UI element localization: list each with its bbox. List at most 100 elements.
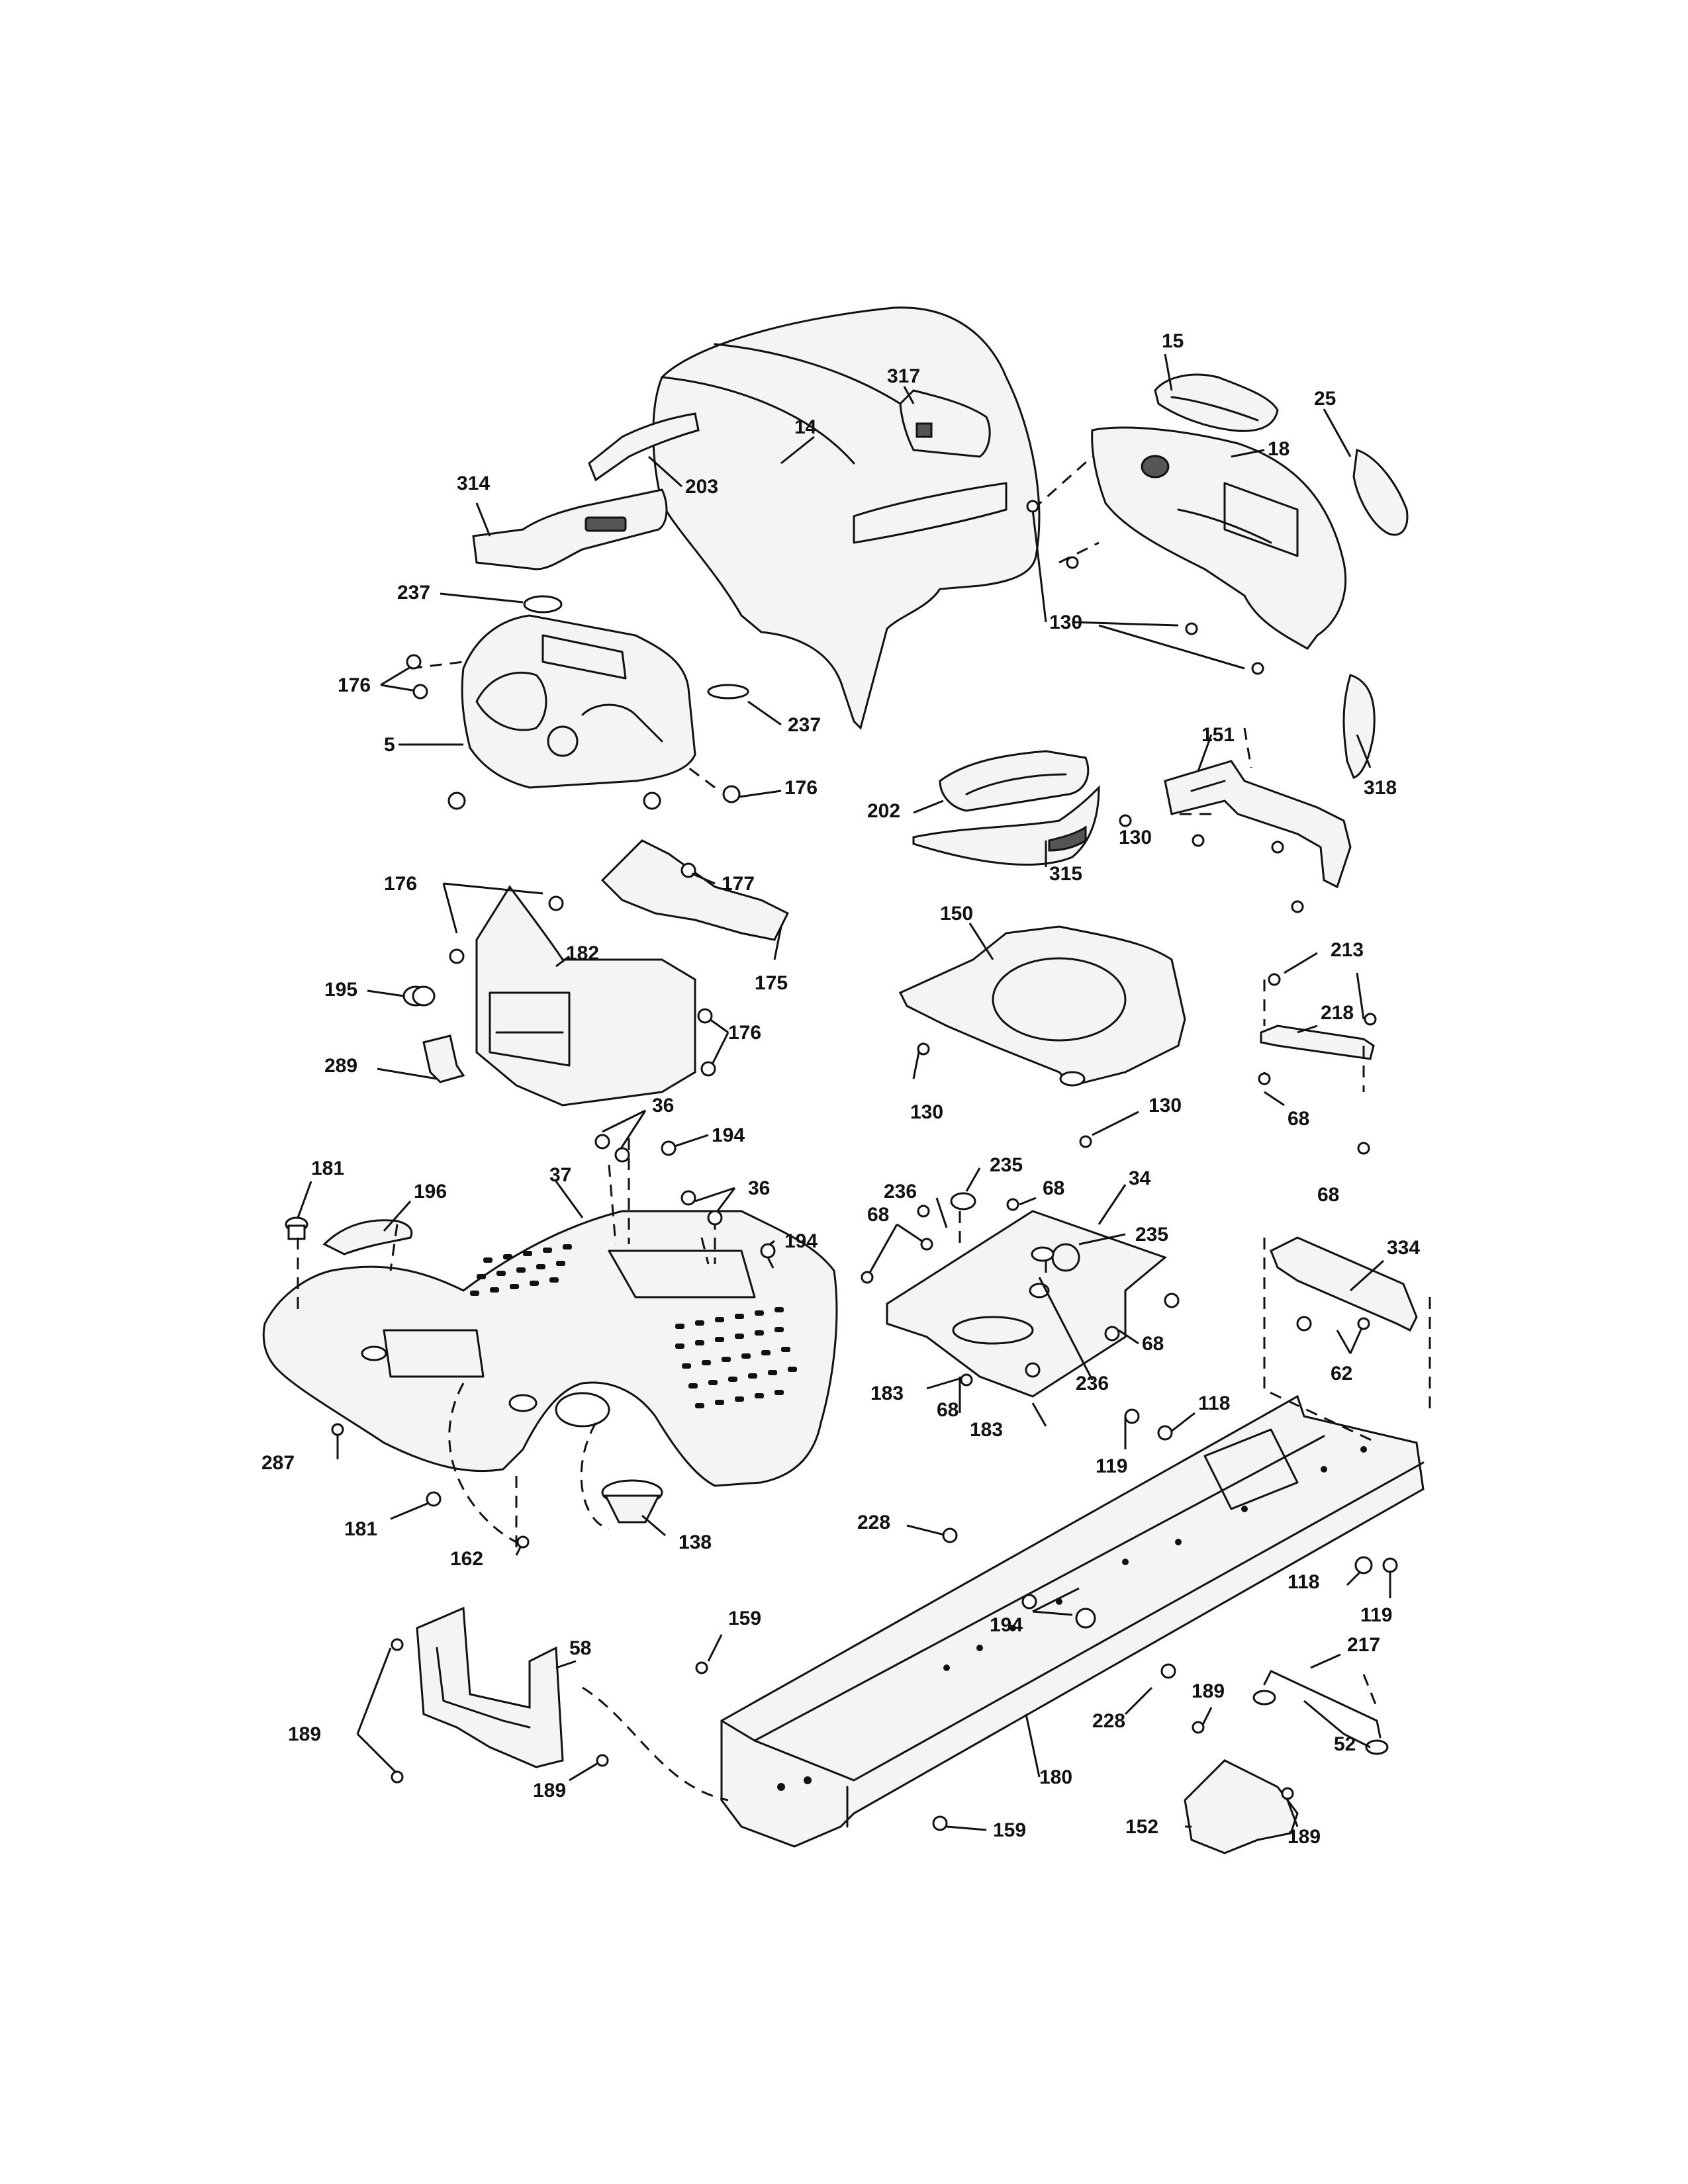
leader-lines	[297, 353, 1391, 1831]
part-18	[1091, 426, 1347, 650]
callout-289: 289	[324, 1055, 357, 1077]
part-318	[1342, 674, 1376, 779]
callout-189d: 189	[1288, 1826, 1321, 1848]
callout-15: 15	[1162, 330, 1184, 352]
callout-194c: 194	[990, 1614, 1023, 1636]
callout-203: 203	[685, 476, 718, 498]
callout-162: 162	[450, 1548, 483, 1570]
callout-183a: 183	[870, 1383, 904, 1404]
callout-177: 177	[722, 873, 755, 895]
callout-34: 34	[1129, 1167, 1151, 1189]
callout-315: 315	[1049, 863, 1082, 885]
part-37	[262, 1210, 838, 1487]
callout-195: 195	[324, 979, 357, 1001]
callout-68e: 68	[1317, 1184, 1339, 1206]
callout-237a: 237	[397, 582, 430, 604]
callout-218: 218	[1321, 1002, 1354, 1024]
callout-213: 213	[1331, 939, 1364, 961]
callout-176d: 176	[728, 1022, 761, 1044]
callout-36a: 36	[652, 1095, 674, 1116]
callout-183b: 183	[970, 1419, 1003, 1441]
part-34	[886, 1210, 1167, 1398]
part-334	[1270, 1236, 1418, 1332]
callout-152: 152	[1125, 1816, 1158, 1838]
part-235-lower	[1031, 1246, 1055, 1262]
callout-181b: 181	[344, 1518, 377, 1540]
callout-176a: 176	[338, 674, 371, 696]
callout-189c: 189	[533, 1780, 566, 1801]
part-314	[472, 488, 668, 570]
part-202	[939, 750, 1090, 812]
callout-236a: 236	[884, 1181, 917, 1203]
part-175	[600, 839, 790, 941]
callout-119a: 119	[1096, 1455, 1127, 1477]
callout-228b: 228	[1092, 1710, 1125, 1732]
callout-159a: 159	[728, 1608, 761, 1629]
part-218	[1260, 1024, 1375, 1060]
callout-68f: 68	[937, 1399, 959, 1421]
callout-287: 287	[261, 1452, 295, 1474]
callout-189a: 189	[288, 1723, 321, 1745]
callout-68d: 68	[1142, 1333, 1164, 1355]
callout-182: 182	[566, 942, 599, 964]
part-180	[720, 1394, 1425, 1848]
dashed-alignment-lines	[297, 455, 1431, 1801]
callout-181a: 181	[311, 1158, 344, 1179]
part-315	[912, 785, 1100, 866]
part-237-upper	[523, 595, 563, 614]
callout-314: 314	[457, 473, 490, 494]
callout-37: 37	[549, 1164, 571, 1186]
callout-25: 25	[1314, 388, 1336, 410]
callout-196: 196	[414, 1181, 447, 1203]
callout-202: 202	[867, 800, 900, 822]
part-237-lower	[707, 684, 749, 700]
callout-235a: 235	[990, 1154, 1023, 1176]
callout-237b: 237	[788, 714, 821, 736]
callout-176b: 176	[784, 777, 818, 799]
part-138	[601, 1479, 663, 1524]
part-5	[461, 614, 696, 789]
callout-138: 138	[679, 1531, 712, 1553]
callout-118b: 118	[1288, 1571, 1319, 1593]
callout-68b: 68	[1043, 1177, 1064, 1199]
callout-68a: 68	[1288, 1108, 1309, 1130]
callout-151: 151	[1201, 724, 1235, 746]
part-196	[322, 1219, 413, 1255]
part-203	[588, 412, 700, 482]
callout-317: 317	[887, 365, 920, 387]
part-182	[475, 885, 696, 1107]
callout-180: 180	[1039, 1766, 1072, 1788]
callout-130a: 130	[1049, 612, 1082, 633]
hood-part	[652, 306, 1041, 730]
callout-176c: 176	[384, 873, 417, 895]
callout-130c: 130	[910, 1101, 943, 1123]
callout-18: 18	[1268, 438, 1289, 460]
callout-217: 217	[1347, 1634, 1380, 1656]
callout-130d: 130	[1149, 1095, 1182, 1116]
callout-58: 58	[569, 1637, 591, 1659]
callout-235b: 235	[1135, 1224, 1168, 1246]
callout-175: 175	[755, 972, 788, 994]
hardware-fasteners	[331, 500, 1398, 1831]
part-58	[416, 1606, 564, 1768]
part-181-upper	[285, 1216, 308, 1240]
part-317	[899, 389, 991, 458]
part-15	[1154, 373, 1279, 432]
callout-68c: 68	[867, 1204, 889, 1226]
part-152	[1184, 1759, 1299, 1854]
callout-150: 150	[940, 903, 973, 925]
part-151	[1164, 760, 1352, 889]
callout-labels: 15 317 25 18 14 314 203 237 176 52 37 130 176 318 151 2…	[261, 330, 1420, 1848]
callout-118a: 118	[1198, 1392, 1230, 1414]
callout-36b: 36	[748, 1177, 770, 1199]
callout-52: 52	[1334, 1733, 1356, 1755]
callout-119b: 119	[1360, 1604, 1392, 1626]
part-25	[1352, 448, 1409, 536]
part-217	[1252, 1670, 1389, 1755]
callout-318: 318	[1364, 777, 1397, 799]
callout-14: 14	[794, 416, 817, 438]
callout-194b: 194	[784, 1230, 818, 1252]
callout-189b: 189	[1192, 1680, 1225, 1702]
part-235-upper	[950, 1192, 976, 1210]
